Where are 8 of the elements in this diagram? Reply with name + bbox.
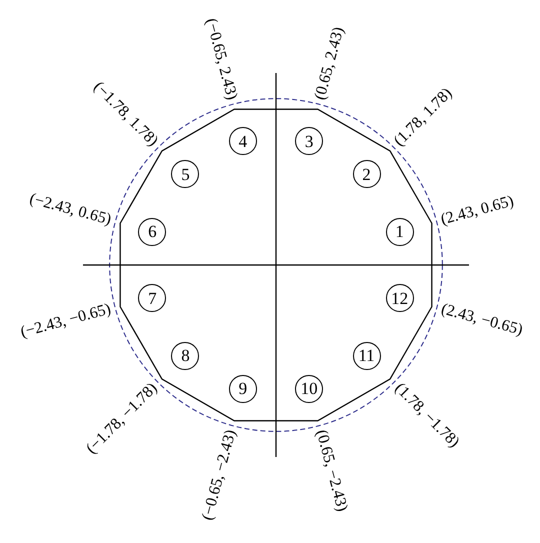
coordinate-label: (0.65, 2.43) <box>310 24 348 102</box>
coordinate-label: (0.65, −2.43) <box>312 428 352 514</box>
coordinate-label: (2.43, 0.65) <box>438 192 516 230</box>
coordinate-label: (−2.43, 0.65) <box>27 189 114 230</box>
coordinate-label: (−0.65, −2.43) <box>198 428 240 522</box>
coordinate-label: (−2.43, −0.65) <box>18 300 114 343</box>
coordinate-label: (−0.65, 2.43) <box>201 16 242 102</box>
coordinate-label: (2.43, −0.65) <box>438 300 525 341</box>
